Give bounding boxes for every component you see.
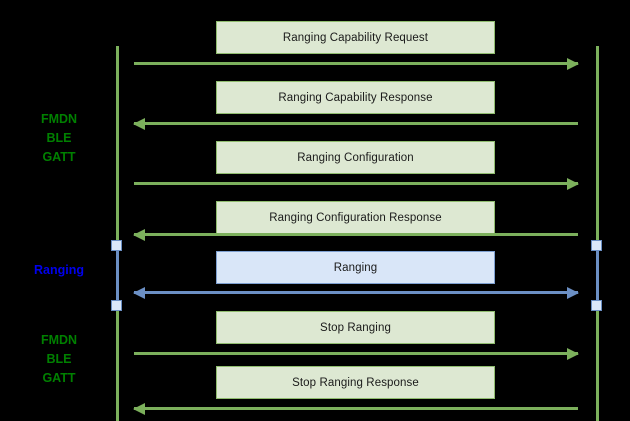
arrow-shaft bbox=[134, 182, 578, 185]
arrow-shaft bbox=[134, 407, 578, 410]
arrow-head-right-icon bbox=[567, 347, 579, 360]
message-box-ranging-configuration-response: Ranging Configuration Response bbox=[216, 201, 495, 234]
message-box-ranging: Ranging bbox=[216, 251, 495, 284]
message-box-ranging-capability-request: Ranging Capability Request bbox=[216, 21, 495, 54]
arrow-shaft bbox=[134, 352, 578, 355]
arrow-head-left-icon bbox=[133, 117, 145, 130]
activation-marker-left-bottom bbox=[111, 300, 122, 311]
message-box-ranging-capability-response: Ranging Capability Response bbox=[216, 81, 495, 114]
arrow-head-left-icon bbox=[133, 402, 145, 415]
arrow-shaft bbox=[134, 62, 578, 65]
left-activation-bar bbox=[116, 245, 119, 303]
message-box-stop-ranging-response: Stop Ranging Response bbox=[216, 366, 495, 399]
message-arrow-ranging-configuration-response bbox=[133, 228, 578, 241]
arrow-head-left-icon bbox=[133, 228, 145, 241]
phase-label-fmdn-ble-gatt-bottom: FMDN BLE GATT bbox=[40, 333, 78, 385]
arrow-shaft bbox=[134, 122, 578, 125]
message-arrow-stop-ranging-response bbox=[133, 402, 578, 415]
right-activation-bar bbox=[596, 245, 599, 303]
message-arrow-ranging-configuration bbox=[134, 177, 579, 190]
phase-label-ranging: Ranging bbox=[34, 263, 84, 277]
right-lifeline-lower bbox=[596, 300, 599, 421]
activation-marker-right-top bbox=[591, 240, 602, 251]
arrow-head-right-icon bbox=[567, 57, 579, 70]
left-lifeline-lower bbox=[116, 300, 119, 421]
arrow-shaft bbox=[134, 233, 578, 236]
arrow-head-right-icon bbox=[567, 286, 579, 299]
message-box-ranging-configuration: Ranging Configuration bbox=[216, 141, 495, 174]
right-lifeline-upper bbox=[596, 46, 599, 242]
phase-label-fmdn-ble-gatt-top: FMDN BLE GATT bbox=[40, 112, 78, 164]
message-box-stop-ranging: Stop Ranging bbox=[216, 311, 495, 344]
activation-marker-right-bottom bbox=[591, 300, 602, 311]
message-arrow-ranging-capability-request bbox=[134, 57, 579, 70]
message-arrow-stop-ranging bbox=[134, 347, 579, 360]
message-arrow-ranging-bidirectional bbox=[133, 286, 579, 299]
left-lifeline-upper bbox=[116, 46, 119, 242]
arrow-shaft bbox=[134, 291, 578, 294]
message-arrow-ranging-capability-response bbox=[133, 117, 578, 130]
arrow-head-left-icon bbox=[133, 286, 145, 299]
arrow-head-right-icon bbox=[567, 177, 579, 190]
activation-marker-left-top bbox=[111, 240, 122, 251]
